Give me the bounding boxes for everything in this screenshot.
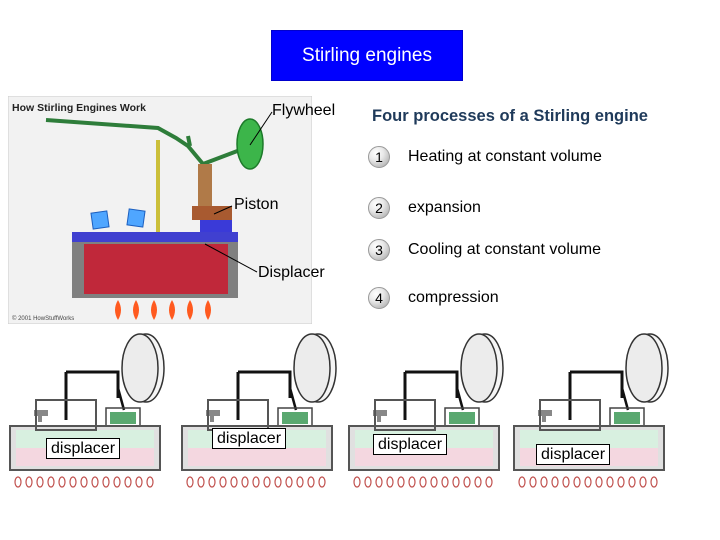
flame-icon [102,476,110,488]
step-text: compression [408,289,499,306]
flame-icon [430,476,438,488]
copyright-text: © 2001 HowStuffWorks [12,315,74,322]
flame-icon [58,476,66,488]
flame-icon [573,476,581,488]
flywheel-icon [236,118,264,170]
flame-icon [80,476,88,488]
flame-icon [353,476,361,488]
flame-icon [408,476,416,488]
flame-icon [135,476,143,488]
title-box: Stirling engines [271,30,463,81]
flame-icon [617,476,625,488]
flame-icon [485,476,493,488]
stage-diagram-2: displacer [178,330,343,495]
step-number-badge: 1 [368,146,390,168]
flame-icon [230,476,238,488]
flame-icon [562,476,570,488]
flame-icon [146,476,154,488]
step-number-badge: 4 [368,287,390,309]
flame-icon [124,476,132,488]
flame-icon [197,476,205,488]
flame-icon [113,476,121,488]
flame-icon [375,476,383,488]
flame-icons [115,300,211,320]
stage-diagram-3: displacer [345,330,510,495]
ice-cube-icon [90,210,110,230]
stage-displacer-label: displacer [212,428,287,449]
stage-diagram-4: displacer [510,330,675,495]
displacer-chamber [84,244,228,294]
flame-icon [628,476,636,488]
flame-icon [25,476,33,488]
flame-icon [650,476,658,488]
flame-icon [307,476,315,488]
stage-engine-graphic [348,333,504,488]
stage-diagram-1: displacer [6,330,171,495]
flame-icon [364,476,372,488]
main-engine-diagram: How Stirling Engines Work © 2001 HowStuf… [8,96,312,324]
flame-icon [274,476,282,488]
step-number-badge: 3 [368,239,390,261]
flame-icon [208,476,216,488]
stage-displacer-label: displacer [536,444,611,465]
step-text: Heating at constant volume [408,148,602,165]
processes-heading: Four processes of a Stirling engine [372,107,648,125]
process-step-3: 3 Cooling at constant volume [368,239,601,261]
flame-icon [606,476,614,488]
flame-icon [639,476,647,488]
page-title: Stirling engines [302,44,432,66]
stage-engine-graphic [181,333,337,488]
stage-displacer-label: displacer [373,434,448,455]
flame-icon [285,476,293,488]
flame-icon [219,476,227,488]
flame-icon [252,476,260,488]
piston-icon [192,206,232,220]
flame-icon [91,476,99,488]
stage-engine-graphic [513,333,669,488]
flame-icon [551,476,559,488]
flame-icon [186,476,194,488]
flame-icon [419,476,427,488]
step-number-badge: 2 [368,197,390,219]
flame-icon [441,476,449,488]
flame-icon [463,476,471,488]
flame-icon [595,476,603,488]
process-step-1: 1 Heating at constant volume [368,146,602,168]
flame-icon [518,476,526,488]
process-step-2: 2 expansion [368,197,481,219]
flame-icon [529,476,537,488]
flame-icon [241,476,249,488]
flame-icon [296,476,304,488]
step-text: Cooling at constant volume [408,241,601,258]
flame-icon [263,476,271,488]
flame-icon [397,476,405,488]
flame-icon [584,476,592,488]
flame-icon [69,476,77,488]
flame-icon [452,476,460,488]
flame-icon [14,476,22,488]
diagram-header: How Stirling Engines Work [12,102,146,114]
flame-icon [474,476,482,488]
flame-icon [386,476,394,488]
process-step-4: 4 compression [368,287,499,309]
ice-cube-icon [126,208,146,228]
flame-icon [540,476,548,488]
flame-icon [36,476,44,488]
displacer-label: Displacer [258,264,325,281]
stage-displacer-label: displacer [46,438,121,459]
stage-engine-graphic [9,333,165,488]
flywheel-label: Flywheel [272,102,336,119]
piston-label: Piston [234,196,279,213]
step-text: expansion [408,199,481,216]
flame-icon [318,476,326,488]
flame-icon [47,476,55,488]
